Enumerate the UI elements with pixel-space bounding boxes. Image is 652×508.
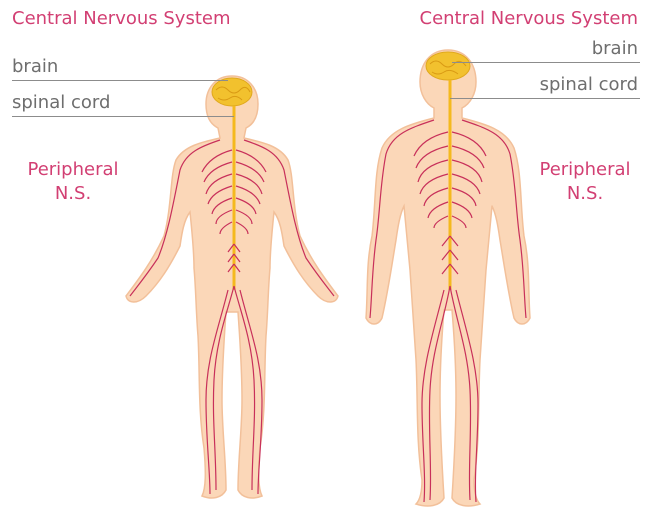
female-brain-leader-line <box>12 80 228 81</box>
male-peripheral-ns-label: Peripheral N.S. <box>526 158 644 206</box>
female-cns-title: Central Nervous System <box>12 8 231 29</box>
female-body <box>126 76 338 498</box>
male-spinal-cord-leader-line <box>450 98 640 99</box>
female-brain-label: brain <box>12 56 58 77</box>
male-cns-title: Central Nervous System <box>420 8 639 29</box>
female-peripheral-ns-label: Peripheral N.S. <box>14 158 132 206</box>
female-peripheral-line2: N.S. <box>14 182 132 206</box>
male-brain-leader-line <box>452 62 640 63</box>
male-brain-label: brain <box>592 38 638 59</box>
male-peripheral-line2: N.S. <box>526 182 644 206</box>
female-spinal-cord-leader-line <box>12 116 234 117</box>
male-body <box>366 50 530 506</box>
male-spinal-cord-label: spinal cord <box>540 74 638 95</box>
female-brain <box>212 78 252 106</box>
female-figure <box>126 76 338 498</box>
female-peripheral-line1: Peripheral <box>14 158 132 182</box>
male-peripheral-line1: Peripheral <box>526 158 644 182</box>
male-figure <box>366 50 530 506</box>
male-brain <box>426 52 470 80</box>
female-spinal-cord-label: spinal cord <box>12 92 110 113</box>
